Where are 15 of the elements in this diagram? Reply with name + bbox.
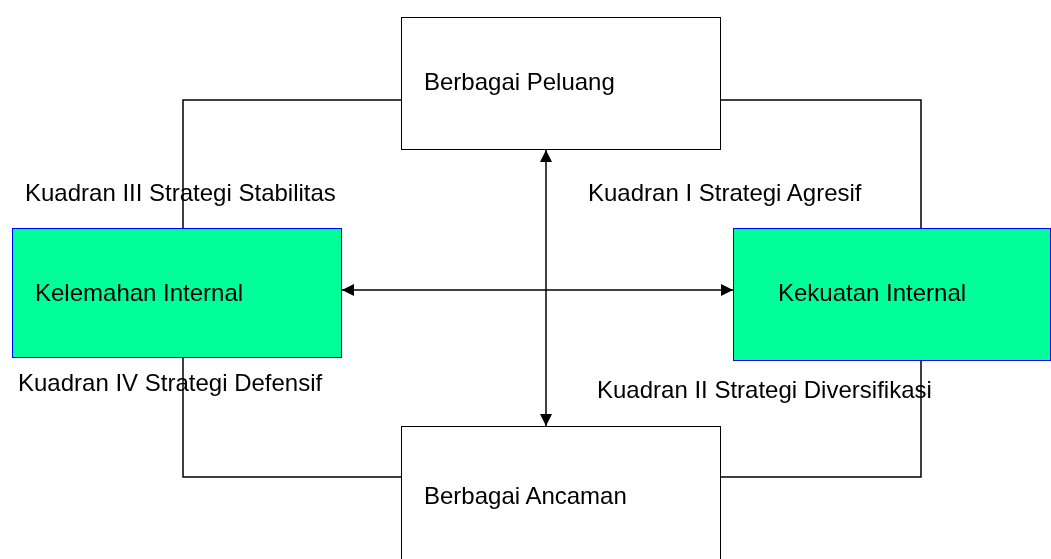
double-arrow	[540, 149, 552, 427]
connector-line	[720, 360, 922, 478]
condition-box	[401, 17, 721, 150]
connector-line	[182, 99, 402, 229]
box-label: Berbagai Ancaman	[424, 482, 627, 510]
quadrant-label: Kuadran I Strategi Agresif	[588, 179, 862, 207]
connector-line	[182, 357, 402, 478]
box-label: Berbagai Peluang	[424, 68, 615, 96]
condition-box	[401, 426, 721, 559]
factor-box	[733, 228, 1051, 361]
connector-line	[720, 99, 922, 229]
box-label: Kelemahan Internal	[35, 279, 244, 307]
double-arrow	[341, 284, 734, 296]
box-label: Kekuatan Internal	[778, 279, 967, 307]
factor-box	[12, 228, 342, 358]
